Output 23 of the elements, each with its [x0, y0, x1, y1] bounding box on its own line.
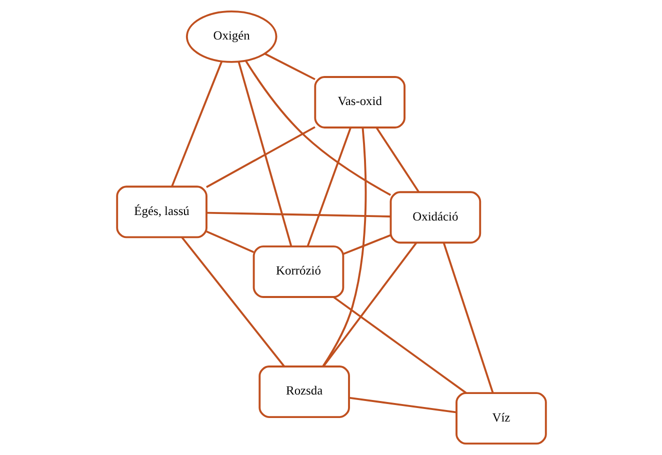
connector: [332, 296, 466, 394]
connector: [375, 126, 420, 192]
node-box: Vas-oxid: [314, 76, 405, 128]
connector: [206, 126, 315, 188]
connector: [170, 60, 222, 187]
connector: [244, 60, 391, 196]
node-box: Víz: [455, 392, 546, 445]
connector: [306, 127, 352, 247]
connector: [237, 62, 292, 247]
connector: [206, 212, 390, 218]
connector: [206, 230, 254, 253]
connector: [180, 236, 285, 368]
connector: [322, 242, 417, 367]
connector: [342, 234, 390, 255]
node-box: Korrózió: [252, 245, 344, 298]
node-box: Rozsda: [258, 366, 350, 418]
connector: [264, 52, 315, 80]
connector: [322, 128, 366, 367]
connector: [348, 396, 456, 414]
node-ellipse: Oxigén: [185, 10, 277, 63]
node-box: Oxidáció: [389, 191, 481, 244]
node-box: Égés, lassú: [116, 186, 207, 238]
connector: [442, 242, 494, 394]
